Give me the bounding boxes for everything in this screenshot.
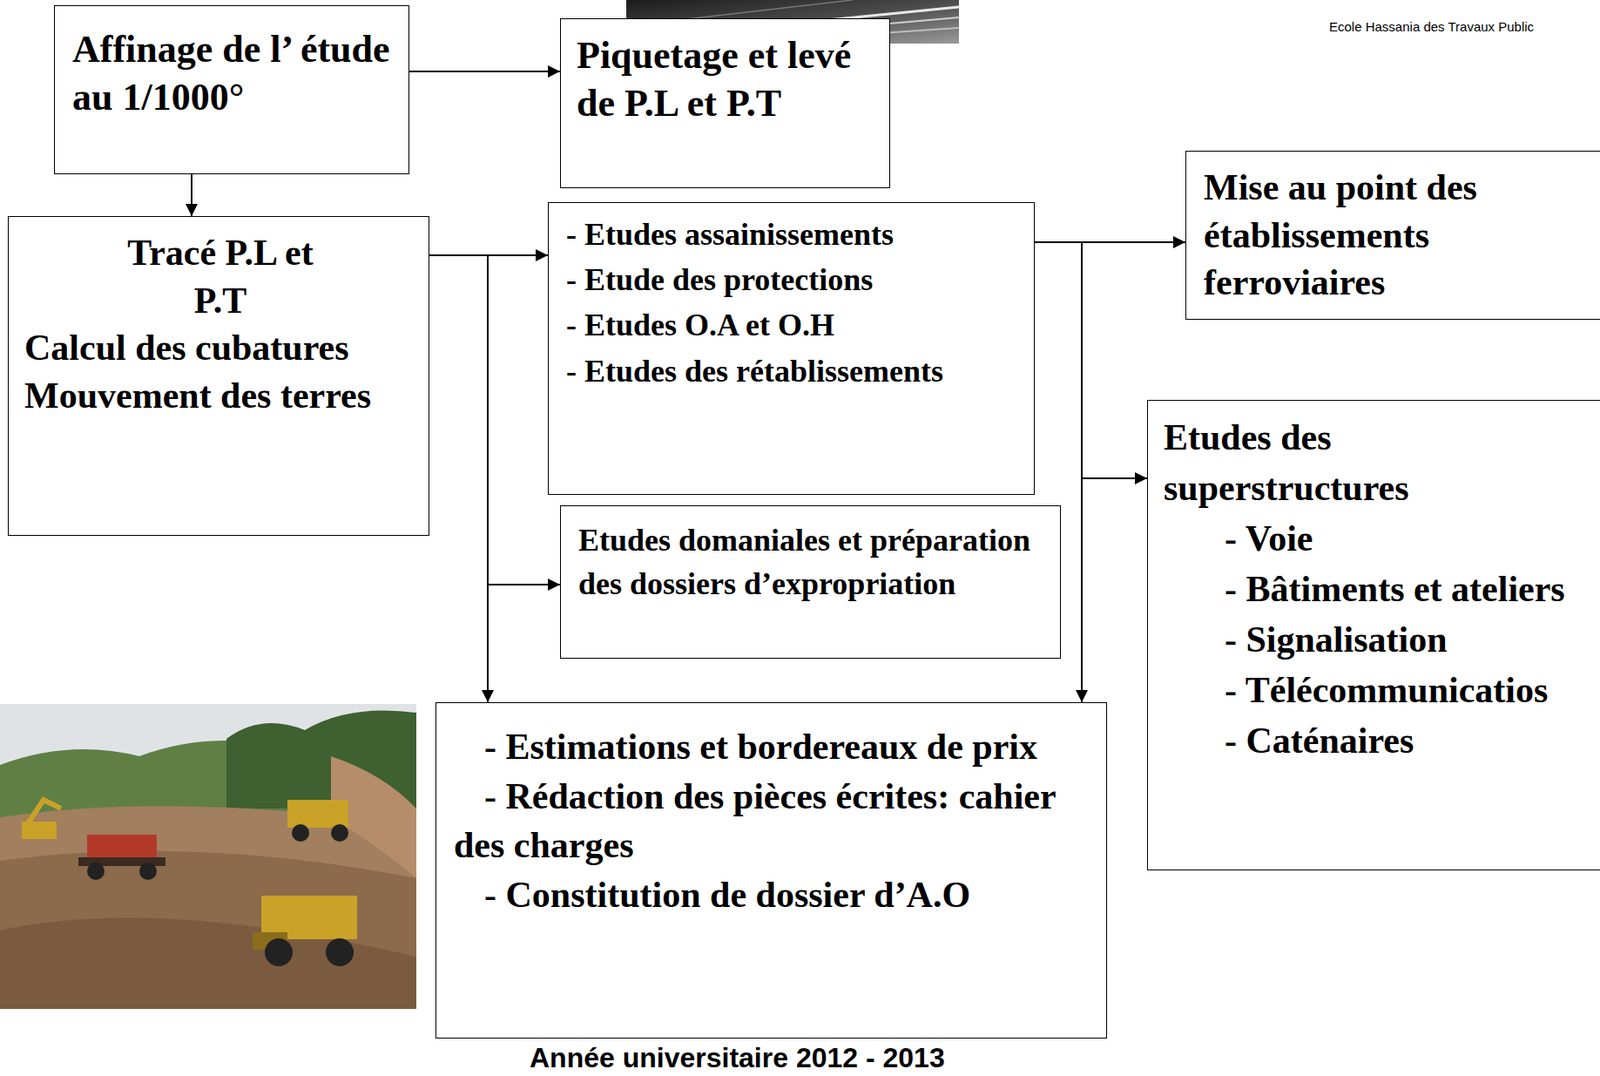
process-box: Piquetage et levé de P.L et P.T xyxy=(560,18,891,189)
node-text: - Constitution de dossier d’A.O xyxy=(453,870,1093,920)
process-box: Tracé P.L et P.TCalcul des cubatures Mou… xyxy=(7,216,430,536)
process-box: Affinage de l’ étude au 1/1000° xyxy=(54,5,410,175)
node-text: Affinage de l’ étude au 1/1000° xyxy=(72,25,393,122)
process-box: Etudes domaniales et préparation des dos… xyxy=(560,505,1061,659)
node-text: Mise au point des établissements ferrovi… xyxy=(1203,163,1584,307)
node-heading: - Etudes assainissements xyxy=(566,211,1024,257)
node-text: - Signalisation xyxy=(1163,614,1584,666)
node-text: Piquetage et levé de P.L et P.T xyxy=(576,31,878,128)
node-text: - Voie xyxy=(1163,513,1584,565)
process-box: - Estimations et bordereaux de prix- Réd… xyxy=(435,702,1108,1039)
flow-arrow xyxy=(409,70,561,73)
process-box: Etudes des superstructures- Voie- Bâtime… xyxy=(1147,399,1600,871)
node-text: - Rédaction des pièces écrites: cahier d… xyxy=(453,771,1093,871)
node-text: Etudes domaniales et préparation des dos… xyxy=(578,518,1050,607)
node-text: - Etudes des rétablissements xyxy=(566,348,1024,394)
node-text: - Bâtiments et ateliers xyxy=(1163,564,1584,615)
process-box: - Etudes assainissements- Etude des prot… xyxy=(547,202,1035,495)
school-name: Ecole Hassania des Travaux Public xyxy=(1329,19,1534,34)
node-text: Calcul des cubatures Mouvement des terre… xyxy=(24,324,408,419)
node-text: - Caténaires xyxy=(1163,715,1584,767)
node-text: - Etude des protections xyxy=(566,256,1024,303)
process-box: Mise au point des établissements ferrovi… xyxy=(1185,150,1600,320)
node-heading: Tracé P.L et P.T xyxy=(102,229,338,325)
flow-arrow xyxy=(429,255,561,585)
earthworks-photo xyxy=(0,703,417,1009)
flow-arrow xyxy=(190,174,193,217)
footer-year: Année universitaire 2012 - 2013 xyxy=(529,1041,946,1074)
node-heading: - Estimations et bordereaux de prix xyxy=(453,722,1093,772)
node-heading: Etudes des superstructures xyxy=(1163,412,1584,514)
flow-arrow xyxy=(1034,242,1148,479)
node-text: - Etudes O.A et O.H xyxy=(566,302,1024,348)
flow-arrow xyxy=(429,255,488,703)
node-text: - Télécommunicatios xyxy=(1163,665,1584,716)
